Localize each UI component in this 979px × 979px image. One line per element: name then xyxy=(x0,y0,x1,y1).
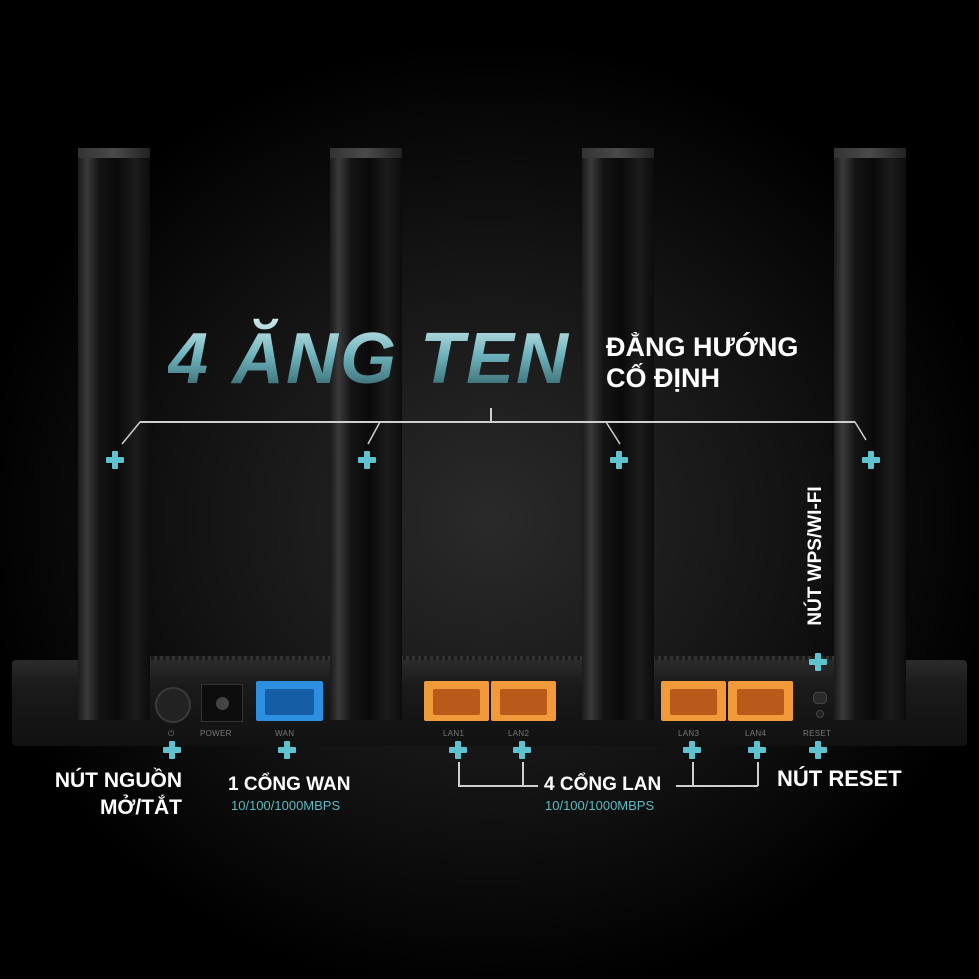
antenna-3-marker-icon xyxy=(610,451,628,469)
lan-bracket-left-a xyxy=(458,762,460,786)
antenna-1-marker-icon xyxy=(106,451,124,469)
lan-bracket-right-a xyxy=(692,762,694,786)
wan-callout-title: 1 CỔNG WAN xyxy=(228,774,351,795)
reset-marker-icon xyxy=(809,741,827,759)
power-callout-line1: NÚT NGUỒN xyxy=(54,769,182,792)
power-symbol-label: ⏻ xyxy=(168,729,175,738)
lan2-marker-icon xyxy=(513,741,531,759)
lan-bracket-right-b xyxy=(757,762,759,786)
antenna-4-marker-icon xyxy=(862,451,880,469)
reset-button xyxy=(816,710,824,718)
antenna-1 xyxy=(78,148,150,720)
reset-port-label: RESET xyxy=(803,729,832,738)
headline-line1: ĐẲNG HƯỚNG xyxy=(606,332,799,362)
wan-callout-speed: 10/100/1000MBPS xyxy=(231,798,341,813)
power-button xyxy=(155,687,191,723)
lan-bracket-left-h xyxy=(458,785,538,787)
antenna-bracket-line xyxy=(140,421,855,423)
lan1-marker-icon xyxy=(449,741,467,759)
antenna-bracket-stem xyxy=(490,408,492,422)
antenna-2 xyxy=(330,148,402,720)
lan3-port-label: LAN3 xyxy=(678,729,700,738)
reset-callout-title: NÚT RESET xyxy=(777,766,902,791)
power-jack xyxy=(201,684,243,722)
lan4-port-label: LAN4 xyxy=(745,729,767,738)
lan-callout-title: 4 CỔNG LAN xyxy=(544,774,662,795)
lan2-port xyxy=(491,681,556,721)
power-callout-line2: MỞ/TẮT xyxy=(99,796,182,819)
lan-callout-speed: 10/100/1000MBPS xyxy=(545,798,655,813)
wps-button xyxy=(813,692,827,704)
wan-marker-icon xyxy=(278,741,296,759)
lan2-port-label: LAN2 xyxy=(508,729,530,738)
antenna-2-marker-icon xyxy=(358,451,376,469)
lan-bracket-right-h xyxy=(676,785,758,787)
lan4-marker-icon xyxy=(748,741,766,759)
headline-line2: CỐ ĐỊNH xyxy=(606,363,720,393)
lan3-marker-icon xyxy=(683,741,701,759)
lan1-port xyxy=(424,681,489,721)
wps-marker-icon xyxy=(809,653,827,671)
lan3-port xyxy=(661,681,726,721)
wps-label: NÚT WPS/WI-FI xyxy=(805,486,826,626)
lan4-port xyxy=(728,681,793,721)
headline-main: 4 ĂNG TEN xyxy=(168,319,571,399)
headline-sub: ĐẲNG HƯỚNG CỐ ĐỊNH xyxy=(606,332,798,394)
wan-port xyxy=(256,681,323,721)
power-marker-icon xyxy=(163,741,181,759)
wan-port-label: WAN xyxy=(275,729,295,738)
power-callout: NÚT NGUỒN MỞ/TẮT xyxy=(55,767,182,821)
lan-bracket-left-b xyxy=(522,762,524,786)
lan1-port-label: LAN1 xyxy=(443,729,465,738)
power-port-label: POWER xyxy=(200,729,232,738)
antenna-3 xyxy=(582,148,654,720)
antenna-4 xyxy=(834,148,906,720)
